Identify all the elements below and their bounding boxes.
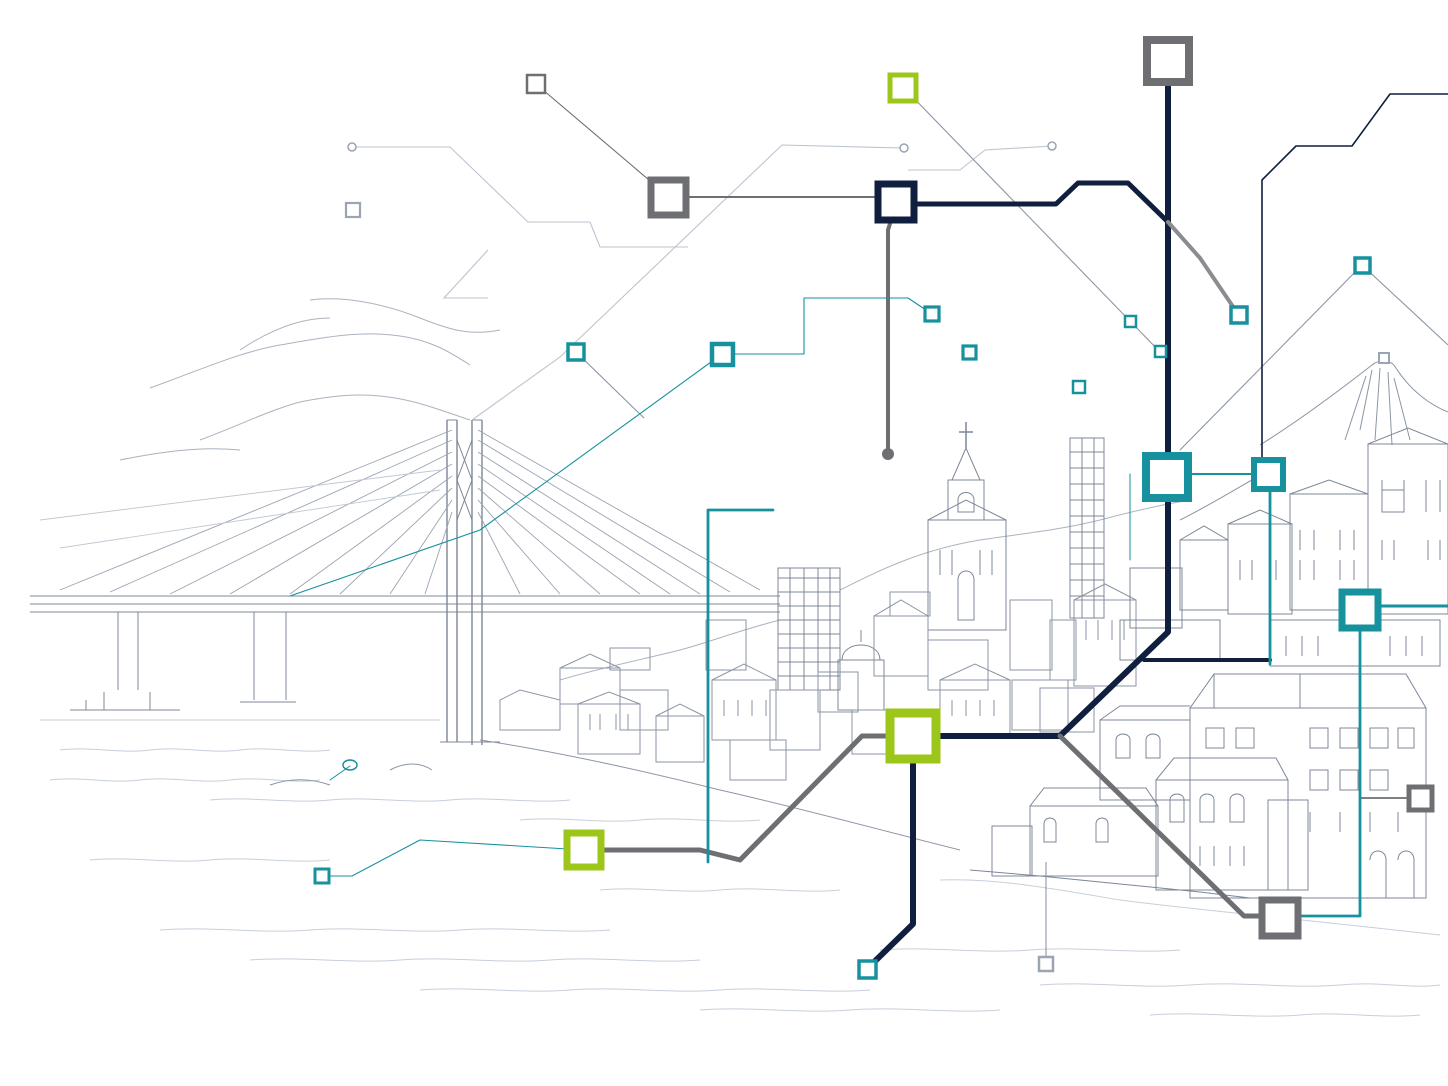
bridge-cables bbox=[39, 429, 761, 595]
town-center bbox=[873, 583, 1137, 737]
node-square-icon bbox=[887, 72, 919, 104]
terminal-dot-icon bbox=[882, 448, 894, 460]
teal-ring bbox=[342, 759, 358, 771]
tower-right bbox=[1069, 437, 1105, 619]
node-square-icon bbox=[1258, 896, 1302, 940]
node-square-icon bbox=[563, 829, 605, 871]
terminal-dot-icon bbox=[1047, 141, 1057, 151]
node-square-icon bbox=[1338, 588, 1382, 632]
node-square-icon bbox=[709, 341, 736, 368]
node-square-icon bbox=[1123, 314, 1138, 329]
node-square-icon bbox=[1251, 457, 1286, 492]
town-right bbox=[969, 427, 1448, 899]
terminal-dot-icon bbox=[347, 142, 357, 152]
gray-line-branch bbox=[1166, 220, 1240, 316]
node-square-icon bbox=[874, 180, 918, 224]
network-lines bbox=[289, 57, 1448, 971]
gray-line-drop bbox=[886, 202, 898, 456]
node-square-icon bbox=[961, 344, 978, 361]
thin-network-lines bbox=[352, 83, 1448, 964]
navy-line-south bbox=[865, 733, 916, 971]
node-square-icon bbox=[1378, 352, 1390, 364]
node-square-icon bbox=[566, 342, 586, 362]
node-square-icon bbox=[1037, 955, 1055, 973]
node-square-icon bbox=[857, 959, 878, 980]
church bbox=[927, 422, 1007, 631]
navy-line-trunk bbox=[910, 57, 1171, 739]
node-square-icon bbox=[344, 201, 362, 219]
gray-line-west bbox=[581, 733, 916, 863]
mountains-left bbox=[119, 298, 501, 461]
town-hills bbox=[839, 499, 1191, 591]
node-square-icon bbox=[1406, 784, 1435, 813]
teal-line-vertical bbox=[706, 508, 775, 864]
navy-line-right-thin bbox=[1261, 93, 1448, 471]
node-square-icon bbox=[1142, 452, 1192, 502]
node-square-icon bbox=[923, 305, 941, 323]
network-nodes bbox=[313, 36, 1435, 980]
teal-line-east bbox=[1298, 608, 1362, 918]
navy-line-top bbox=[893, 180, 1171, 225]
node-square-icon bbox=[1353, 256, 1372, 275]
teal-line-ring bbox=[329, 765, 351, 781]
node-square-icon bbox=[885, 708, 941, 764]
background-sketch bbox=[30, 83, 1448, 1017]
water bbox=[40, 719, 1441, 1017]
teal-line-diag bbox=[289, 353, 723, 597]
mountain-right bbox=[1179, 360, 1448, 521]
dome-building bbox=[837, 630, 885, 711]
terminal-dot-icon bbox=[899, 143, 909, 153]
node-square-icon bbox=[1229, 305, 1249, 325]
node-square-icon bbox=[1153, 344, 1168, 359]
town-left bbox=[499, 619, 899, 781]
node-square-icon bbox=[1143, 36, 1193, 86]
node-square-icon bbox=[525, 73, 547, 95]
teal-line-lower bbox=[321, 839, 585, 877]
bridge bbox=[30, 419, 780, 745]
node-square-icon bbox=[1071, 379, 1087, 395]
node-square-icon bbox=[313, 867, 331, 885]
shoreline bbox=[479, 739, 961, 851]
teal-line-mid bbox=[721, 297, 933, 355]
node-square-icon bbox=[647, 176, 690, 219]
